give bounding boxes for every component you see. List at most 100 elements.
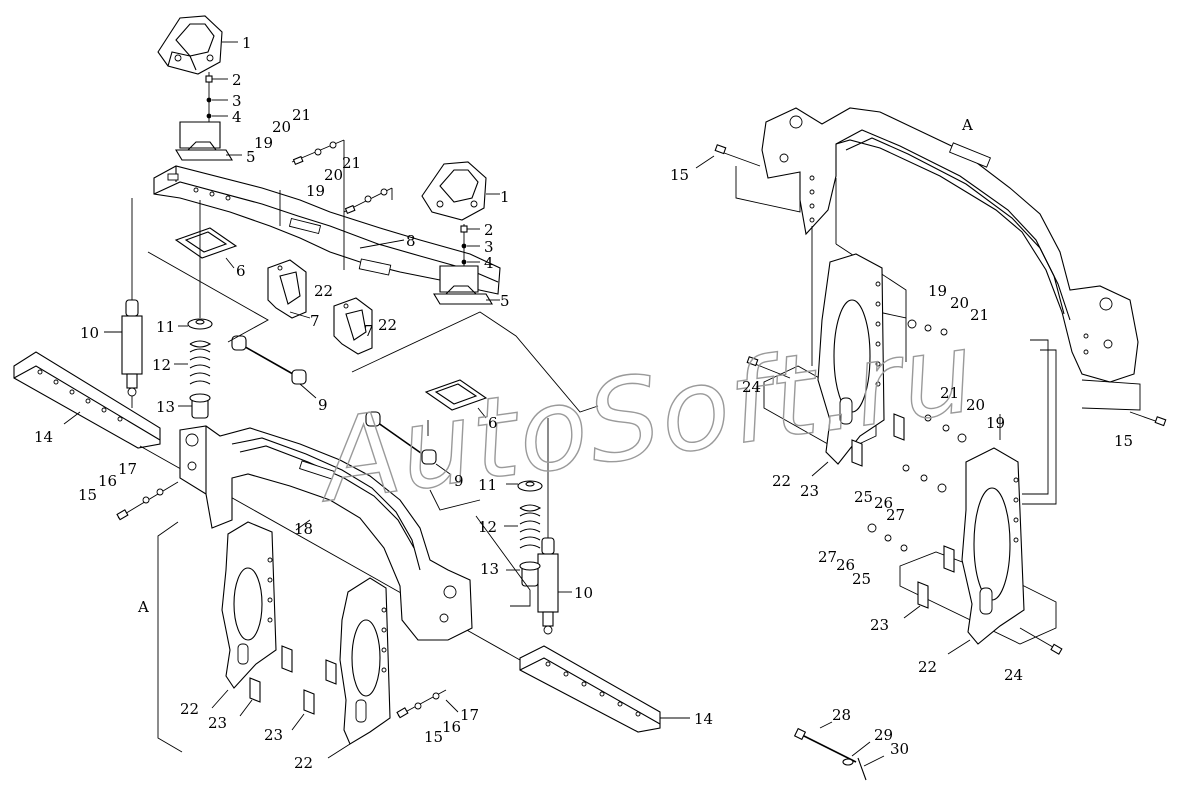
callout-7b: 7: [364, 322, 374, 340]
callout-24a: 24: [742, 378, 761, 396]
pad-left: [175, 121, 242, 161]
plate-6-left: [174, 227, 238, 269]
callout-15b: 15: [424, 728, 443, 746]
callout-12: 12: [152, 356, 171, 374]
leg-bracket-view-a-lower: [903, 447, 1025, 655]
bolt-group-19-21-b: [343, 187, 393, 214]
callout-23a: 23: [208, 714, 227, 732]
callout-5: 5: [246, 148, 256, 166]
callout-12b: 12: [478, 518, 497, 536]
callout-6b: 6: [488, 414, 498, 432]
callout-25a: 25: [854, 488, 873, 506]
callout-22f: 22: [918, 658, 937, 676]
callout-22d: 22: [294, 754, 313, 772]
callout-labels: 1 2 3 4 5 6 7 8 9 10 11 12 13 14 15 16 1…: [34, 34, 1133, 772]
callout-21d: 21: [940, 384, 959, 402]
callout-13: 13: [156, 398, 175, 416]
callout-23b: 23: [264, 726, 283, 744]
callout-21b: 21: [342, 154, 361, 172]
callout-22e: 22: [772, 472, 791, 490]
callout-20: 20: [272, 118, 291, 136]
callout-8: 8: [406, 232, 416, 250]
callout-15d: 15: [1114, 432, 1133, 450]
callout-13b: 13: [480, 560, 499, 578]
callout-21: 21: [292, 106, 311, 124]
callout-22b: 22: [378, 316, 397, 334]
callout-21c: 21: [970, 306, 989, 324]
callout-26a: 26: [874, 494, 893, 512]
shock-absorber-left: [104, 198, 143, 408]
callout-15: 15: [78, 486, 97, 504]
callout-28: 28: [832, 706, 851, 724]
callout-23d: 23: [870, 616, 889, 634]
callout-11: 11: [156, 318, 175, 336]
callout-16: 16: [98, 472, 117, 490]
leader-8: [359, 239, 405, 249]
callout-5b: 5: [500, 292, 510, 310]
callout-14: 14: [34, 428, 53, 446]
callout-14b: 14: [694, 710, 713, 728]
callout-4: 4: [232, 108, 242, 126]
callout-23c: 23: [800, 482, 819, 500]
bolt-group-19-21-a: [291, 139, 345, 165]
spring-stack-right: [475, 480, 543, 607]
link-rod-9-b: [365, 411, 451, 475]
link-rod-9-a: [231, 335, 317, 399]
callout-10b: 10: [574, 584, 593, 602]
fastener-stack-left: [205, 72, 228, 124]
callout-26b: 26: [836, 556, 855, 574]
callout-29: 29: [874, 726, 893, 744]
right-assembly-view-a: [695, 107, 1167, 781]
callout-6: 6: [236, 262, 246, 280]
callout-20d: 20: [966, 396, 985, 414]
callout-2: 2: [232, 71, 242, 89]
callout-10: 10: [80, 324, 99, 342]
callout-17b: 17: [460, 706, 479, 724]
fasteners-view-a: [695, 144, 1167, 655]
callout-9: 9: [318, 396, 328, 414]
view-label-right: A: [961, 116, 973, 134]
mount-bracket-right: [421, 161, 500, 221]
callout-11b: 11: [478, 476, 497, 494]
view-label-left: A: [137, 598, 149, 616]
callout-2b: 2: [484, 221, 494, 239]
view-a-bracket: [157, 521, 183, 753]
fastener-stack-right: [460, 224, 480, 266]
shock-absorber-right: [537, 418, 572, 635]
callout-22a: 22: [314, 282, 333, 300]
bolt-group-15-17-upper: [116, 481, 179, 521]
callout-19d: 19: [986, 414, 1005, 432]
callout-30: 30: [890, 740, 909, 758]
leg-bracket-view-a-upper: [811, 253, 905, 477]
callout-4b: 4: [484, 254, 494, 272]
callout-17: 17: [118, 460, 137, 478]
callout-16b: 16: [442, 718, 461, 736]
callout-3: 3: [232, 92, 242, 110]
pin-washer-cotter: [793, 721, 885, 781]
pad-right: [433, 265, 500, 305]
mount-bracket-left: [157, 15, 223, 75]
arch-cross-member: [179, 425, 473, 641]
bracket-7-a: [267, 259, 311, 319]
callout-24b: 24: [1004, 666, 1023, 684]
callout-19: 19: [254, 134, 273, 152]
callout-1: 1: [242, 34, 252, 52]
callout-18: 18: [294, 520, 313, 538]
leg-bracket-middle: [291, 577, 391, 759]
callout-27b: 27: [818, 548, 837, 566]
callout-22c: 22: [180, 700, 199, 718]
callout-15c: 15: [670, 166, 689, 184]
callout-20b: 20: [324, 166, 343, 184]
callout-19b: 19: [306, 182, 325, 200]
callout-20c: 20: [950, 294, 969, 312]
callout-7: 7: [310, 312, 320, 330]
callout-3b: 3: [484, 238, 494, 256]
bolt-group-15-17-lower: [396, 689, 459, 719]
callout-9b: 9: [454, 472, 464, 490]
callout-19c: 19: [928, 282, 947, 300]
plate-6-right: [424, 379, 488, 419]
callout-1b: 1: [500, 188, 510, 206]
callout-27a: 27: [886, 506, 905, 524]
